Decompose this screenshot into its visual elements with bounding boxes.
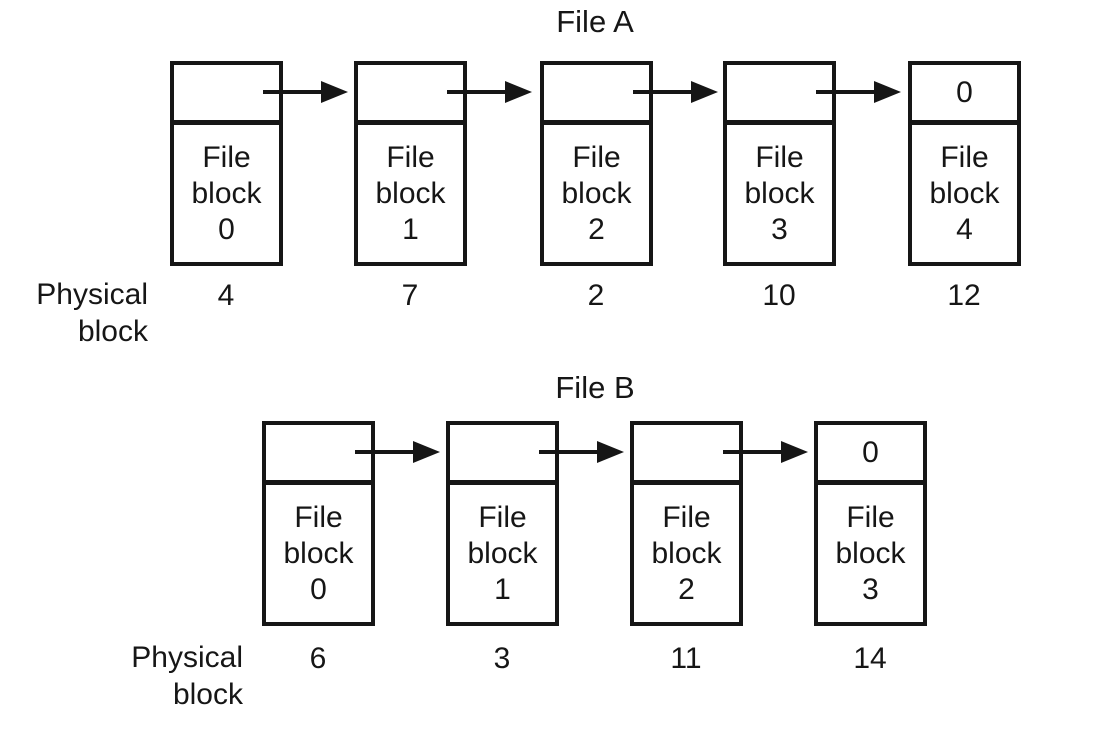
file-a-physical-number-1: 7: [401, 279, 419, 312]
file-b-block-2-pointer-cell: [634, 425, 739, 485]
file-b-block-3: 0 File block 3: [814, 421, 927, 626]
file-b-block-0: File block 0: [262, 421, 375, 626]
file-a-block-3: File block 3: [723, 61, 836, 266]
physical-label-line-2: block: [77, 315, 148, 348]
file-a-arrow-1-to-2: [447, 90, 505, 94]
label-line-1: File: [572, 140, 621, 174]
label-line-3: 4: [956, 212, 973, 246]
label-line-3: 0: [218, 212, 235, 246]
file-b-block-3-label: File block 3: [818, 485, 923, 622]
file-a-block-2-pointer-cell: [544, 65, 649, 125]
file-a-physical-number-4: 12: [947, 279, 981, 312]
file-b-physical-number-1: 3: [493, 642, 511, 675]
file-a-arrow-0-to-1: [263, 90, 321, 94]
file-a-block-1-pointer-cell: [358, 65, 463, 125]
label-line-1: File: [202, 140, 251, 174]
physical-label-line-1: Physical: [36, 278, 148, 311]
file-b-block-3-pointer-cell: 0: [818, 425, 923, 485]
file-b-block-1-pointer-cell: [450, 425, 555, 485]
file-a-block-4-pointer-cell: 0: [912, 65, 1017, 125]
file-b-block-0-label: File block 0: [266, 485, 371, 622]
file-b-arrow-0-to-1: [355, 450, 413, 454]
file-a-block-4: 0 File block 4: [908, 61, 1021, 266]
label-line-2: block: [283, 536, 354, 570]
file-b-arrow-2-to-3: [723, 450, 781, 454]
label-line-3: 2: [588, 212, 605, 246]
label-line-1: File: [662, 500, 711, 534]
file-a-arrow-3-to-4: [816, 90, 874, 94]
file-b-block-0-pointer-cell: [266, 425, 371, 485]
label-line-2: block: [929, 176, 1000, 210]
file-a-block-0: File block 0: [170, 61, 283, 266]
file-a-block-3-label: File block 3: [727, 125, 832, 262]
file-b-physical-label: Physical block: [131, 639, 243, 713]
file-b-block-1: File block 1: [446, 421, 559, 626]
file-a-physical-number-3: 10: [762, 279, 796, 312]
label-line-2: block: [744, 176, 815, 210]
label-line-3: 1: [402, 212, 419, 246]
file-b-block-1-label: File block 1: [450, 485, 555, 622]
label-line-1: File: [294, 500, 343, 534]
label-line-3: 1: [494, 572, 511, 606]
file-a-block-2: File block 2: [540, 61, 653, 266]
label-line-1: File: [478, 500, 527, 534]
file-a-block-3-pointer-cell: [727, 65, 832, 125]
file-b-arrow-1-to-2: [539, 450, 597, 454]
label-line-1: File: [755, 140, 804, 174]
file-b-title: File B: [555, 370, 635, 405]
file-a-physical-label: Physical block: [36, 276, 148, 350]
file-a-block-1: File block 1: [354, 61, 467, 266]
file-b-physical-number-2: 11: [670, 642, 702, 675]
label-line-2: block: [375, 176, 446, 210]
label-line-1: File: [940, 140, 989, 174]
label-line-3: 0: [310, 572, 327, 606]
label-line-2: block: [467, 536, 538, 570]
file-a-block-0-pointer-cell: [174, 65, 279, 125]
file-a-physical-number-2: 2: [587, 279, 605, 312]
file-a-block-1-label: File block 1: [358, 125, 463, 262]
file-a-arrow-2-to-3: [633, 90, 691, 94]
label-line-2: block: [835, 536, 906, 570]
label-line-3: 3: [862, 572, 879, 606]
file-a-title: File A: [556, 4, 634, 39]
label-line-1: File: [846, 500, 895, 534]
label-line-3: 2: [678, 572, 695, 606]
label-line-3: 3: [771, 212, 788, 246]
physical-label-line-2: block: [172, 678, 243, 711]
file-b-physical-number-0: 6: [309, 642, 327, 675]
file-b-block-2-label: File block 2: [634, 485, 739, 622]
file-b-physical-number-3: 14: [853, 642, 887, 675]
file-a-block-2-label: File block 2: [544, 125, 649, 262]
label-line-2: block: [191, 176, 262, 210]
label-line-1: File: [386, 140, 435, 174]
file-a-physical-number-0: 4: [217, 279, 235, 312]
file-b-block-2: File block 2: [630, 421, 743, 626]
label-line-2: block: [651, 536, 722, 570]
file-a-block-4-label: File block 4: [912, 125, 1017, 262]
file-a-block-0-label: File block 0: [174, 125, 279, 262]
physical-label-line-1: Physical: [131, 641, 243, 674]
label-line-2: block: [561, 176, 632, 210]
